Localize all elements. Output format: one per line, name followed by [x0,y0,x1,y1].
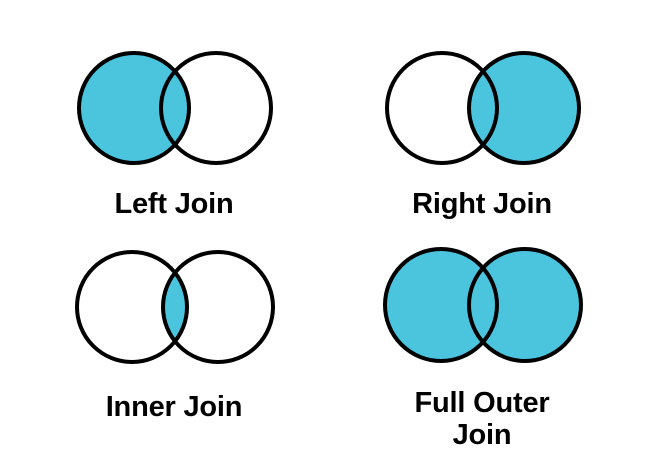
left-circle-outline [383,247,499,363]
panel-inner-join: Inner Join [48,237,300,423]
right-circle-fill [163,252,273,362]
venn-inner-join [75,250,275,364]
caption-right-join: Right Join [412,188,552,220]
caption-left-join: Left Join [114,188,234,220]
panel-right-join: Right Join [356,40,608,220]
caption-full-outer-join: Full Outer Join [414,387,550,452]
venn-left-join [77,51,273,165]
right-circle-fill [469,249,581,361]
right-circle-fill [161,53,271,163]
left-circle-fill [77,252,187,362]
venn-full-outer-join [383,247,583,363]
right-circle-outline [161,250,275,364]
panel-left-join: Left Join [48,40,300,220]
panel-full-outer-join: Full Outer Join [356,237,608,452]
left-circle-outline [75,250,189,364]
left-circle-outline [77,51,191,165]
right-circle-outline [467,247,583,363]
right-circle-outline [159,51,273,165]
right-circle-fill [469,53,579,163]
left-circle-fill [79,53,189,163]
caption-inner-join: Inner Join [105,391,243,423]
left-circle-fill [387,53,497,163]
left-circle-outline [385,51,499,165]
left-circle-fill [385,249,497,361]
right-circle-outline [467,51,581,165]
venn-right-join [385,51,581,165]
